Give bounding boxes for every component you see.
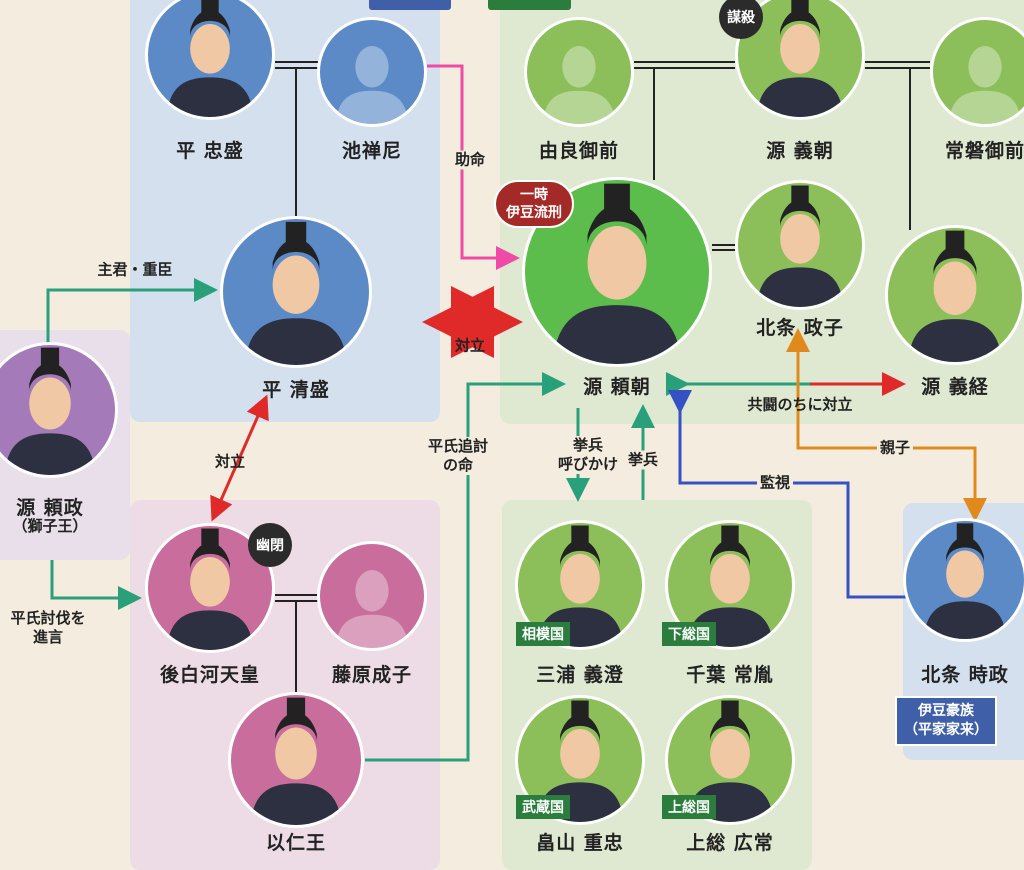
portrait	[228, 692, 364, 828]
portrait	[145, 0, 275, 120]
genji-header	[488, 0, 571, 10]
exile-badge-line1: 一時	[520, 187, 548, 203]
portrait	[220, 216, 372, 368]
portrait	[930, 17, 1024, 127]
person-name: 以仁王	[265, 832, 327, 854]
person-icon	[166, 528, 254, 650]
label-allied-then-rival: 共闘のちに対立	[747, 395, 853, 414]
exile-badge-line2: 伊豆流刑	[506, 205, 562, 221]
label-raise-army: 挙兵	[627, 450, 659, 470]
person-name: 源 頼朝	[583, 376, 651, 398]
person-name: 千葉 常胤	[686, 664, 774, 686]
label-surveillance: 監視	[756, 473, 794, 493]
person-name: 平 清盛	[262, 379, 330, 401]
person-name: 北条 政子	[756, 317, 844, 339]
exile-badge: 一時伊豆流刑	[494, 180, 574, 228]
heike-header	[369, 0, 451, 10]
person-name: 由良御前	[538, 140, 620, 162]
label-call-to-arms: 挙兵呼びかけ	[557, 436, 619, 474]
person-name: 北条 時政	[921, 664, 1009, 686]
label-advised: 平氏討伐を進言	[10, 609, 85, 647]
person-name: 後白河天皇	[159, 664, 261, 686]
label-spared: 助命	[454, 150, 486, 170]
person-icon	[756, 185, 844, 307]
province-tag: 相模国	[516, 622, 570, 646]
person-icon	[166, 0, 254, 117]
label-order-line2: の命	[442, 456, 474, 474]
label-rivalry-heike-genji: 対立	[454, 336, 486, 355]
province-tag: 武蔵国	[516, 795, 570, 819]
person-icon	[756, 0, 844, 117]
person-name: 三浦 義澄	[536, 664, 624, 686]
person-name: 平 忠盛	[176, 140, 244, 162]
portrait	[735, 0, 865, 120]
tokimasa-note-line1: 伊豆豪族	[918, 703, 974, 719]
person-icon	[4, 347, 96, 475]
label-parent-child: 親子	[876, 438, 914, 458]
person-name: 上総 広常	[686, 832, 774, 854]
portrait	[885, 225, 1024, 365]
person-name: 畠山 重忠	[536, 832, 624, 854]
portrait	[735, 180, 865, 310]
person-icon	[245, 221, 347, 365]
person-name: 常磐御前	[944, 140, 1024, 162]
portrait	[522, 177, 712, 367]
label-call-line2: 呼びかけ	[557, 455, 619, 473]
person-icon	[924, 523, 1006, 639]
person-name: 藤原成子	[331, 664, 413, 686]
confined-badge: 幽閉	[248, 523, 292, 567]
person-icon	[552, 183, 682, 364]
person-name: 池禅尼	[341, 140, 403, 162]
silhouette-icon	[948, 46, 1022, 124]
person-icon	[250, 697, 342, 825]
tokimasa-note-line2: （平家家来）	[904, 722, 988, 738]
portrait	[317, 541, 427, 651]
label-order-line1: 平氏追討	[427, 437, 489, 455]
person-icon	[908, 230, 1002, 362]
label-order: 平氏追討の命	[427, 437, 489, 475]
silhouette-icon	[335, 46, 409, 124]
label-rivalry-kiyomori-goshirakawa: 対立	[214, 452, 246, 471]
portrait	[0, 342, 118, 478]
portrait	[903, 518, 1024, 642]
portrait	[145, 523, 275, 653]
assassinated-badge: 謀殺	[719, 0, 763, 39]
person-name: 源 頼政	[16, 497, 84, 519]
person-name: 源 義経	[921, 376, 989, 398]
tokimasa-note: 伊豆豪族 （平家家来）	[895, 696, 997, 746]
yorimasa-subtitle: （獅子王）	[12, 517, 88, 535]
label-call-line1: 挙兵	[572, 436, 604, 454]
label-lord-retainer: 主君・重臣	[97, 260, 173, 279]
person-icon	[536, 525, 624, 647]
silhouette-icon	[335, 570, 409, 648]
label-advised-line1: 平氏討伐を	[10, 609, 86, 627]
person-name: 源 義朝	[766, 140, 834, 162]
province-tag: 上総国	[662, 795, 716, 819]
silhouette-icon	[542, 46, 616, 124]
portrait	[317, 17, 427, 127]
label-advised-line2: 進言	[32, 628, 64, 646]
province-tag: 下総国	[662, 622, 716, 646]
portrait	[524, 17, 634, 127]
